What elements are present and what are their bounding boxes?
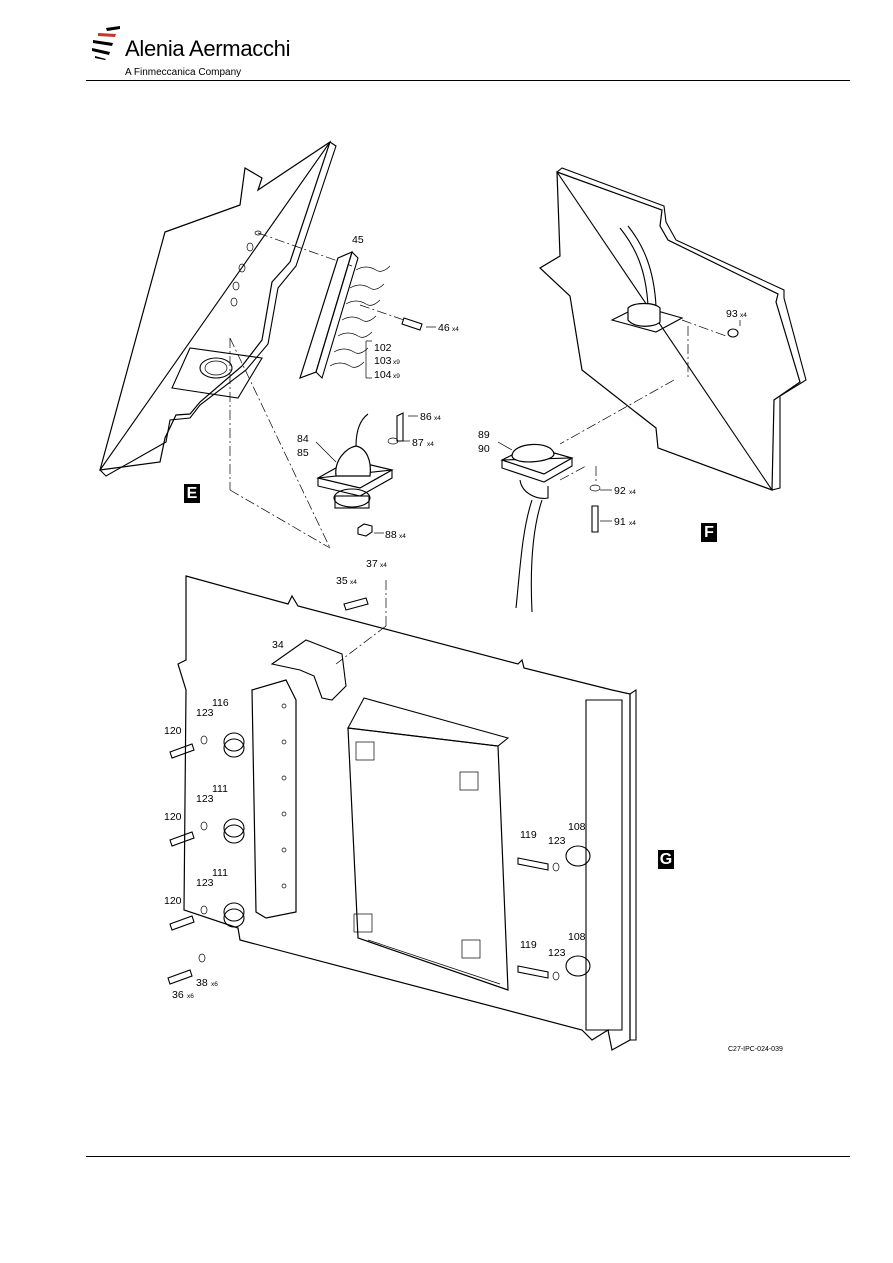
- callout-108-b: 108: [568, 931, 586, 943]
- callout-120-c: 120: [164, 895, 182, 907]
- qty-37: x4: [380, 562, 387, 569]
- qty-104: x9: [393, 373, 400, 380]
- callout-38: 38: [196, 977, 208, 989]
- callout-37: 37: [366, 558, 378, 570]
- callout-86: 86: [420, 411, 432, 423]
- figure-reference: C27-IPC-024-039: [728, 1046, 783, 1053]
- view-f-panel: [497, 167, 807, 613]
- callout-92: 92: [614, 485, 626, 497]
- callout-84: 84: [297, 433, 309, 445]
- callout-123-c: 123: [196, 877, 214, 889]
- qty-35: x4: [350, 579, 357, 586]
- view-label-g: G: [658, 850, 674, 869]
- callout-123-e: 123: [548, 947, 566, 959]
- terminal-block-45: [299, 250, 436, 380]
- view-e-panel: [99, 140, 353, 549]
- callout-87: 87: [412, 437, 424, 449]
- alenia-swoosh-logo-icon: [92, 26, 120, 60]
- callout-89: 89: [478, 429, 490, 441]
- callout-labels: 45 46 x4 102 103 x9 104 x9 86 x4 87 x4 8…: [164, 234, 747, 1001]
- header-divider: [86, 80, 850, 81]
- callout-91: 91: [614, 516, 626, 528]
- brand-subtitle: A Finmeccanica Company: [125, 67, 242, 78]
- callout-88: 88: [385, 529, 397, 541]
- callout-104: 104: [374, 369, 392, 381]
- callout-123-a: 123: [196, 707, 214, 719]
- qty-93: x4: [740, 312, 747, 319]
- qty-38: x6: [211, 981, 218, 988]
- view-label-f: F: [701, 523, 717, 542]
- footer-divider: [86, 1156, 850, 1157]
- qty-88: x4: [399, 533, 406, 540]
- callout-36: 36: [172, 989, 184, 1001]
- callout-116: 116: [212, 697, 229, 709]
- callout-90: 90: [478, 443, 490, 455]
- callout-123-d: 123: [548, 835, 566, 847]
- callout-120-b: 120: [164, 811, 182, 823]
- callout-34: 34: [272, 639, 284, 651]
- qty-36: x6: [187, 993, 194, 1000]
- callout-103: 103: [374, 355, 392, 367]
- callout-120-a: 120: [164, 725, 182, 737]
- callout-85: 85: [297, 447, 309, 459]
- qty-46: x4: [452, 326, 459, 333]
- qty-86: x4: [434, 415, 441, 422]
- callout-46: 46: [438, 322, 450, 334]
- page-header: Alenia Aermacchi A Finmeccanica Company: [0, 0, 893, 82]
- view-g-panel: [167, 575, 637, 1051]
- callout-35: 35: [336, 575, 348, 587]
- callout-123-b: 123: [196, 793, 214, 805]
- connector-84-85: [315, 412, 418, 537]
- callout-108-a: 108: [568, 821, 586, 833]
- qty-91: x4: [629, 520, 636, 527]
- callout-111-a: 111: [212, 783, 228, 795]
- callout-102: 102: [374, 342, 392, 354]
- qty-87: x4: [427, 441, 434, 448]
- brand-name: Alenia Aermacchi: [125, 36, 291, 61]
- callout-111-b: 111: [212, 867, 228, 879]
- callout-45: 45: [352, 234, 364, 246]
- callout-119-b: 119: [520, 939, 537, 951]
- callout-119-a: 119: [520, 829, 537, 841]
- qty-92: x4: [629, 489, 636, 496]
- callout-93: 93: [726, 308, 738, 320]
- qty-103: x9: [393, 359, 400, 366]
- view-label-e: E: [184, 484, 200, 503]
